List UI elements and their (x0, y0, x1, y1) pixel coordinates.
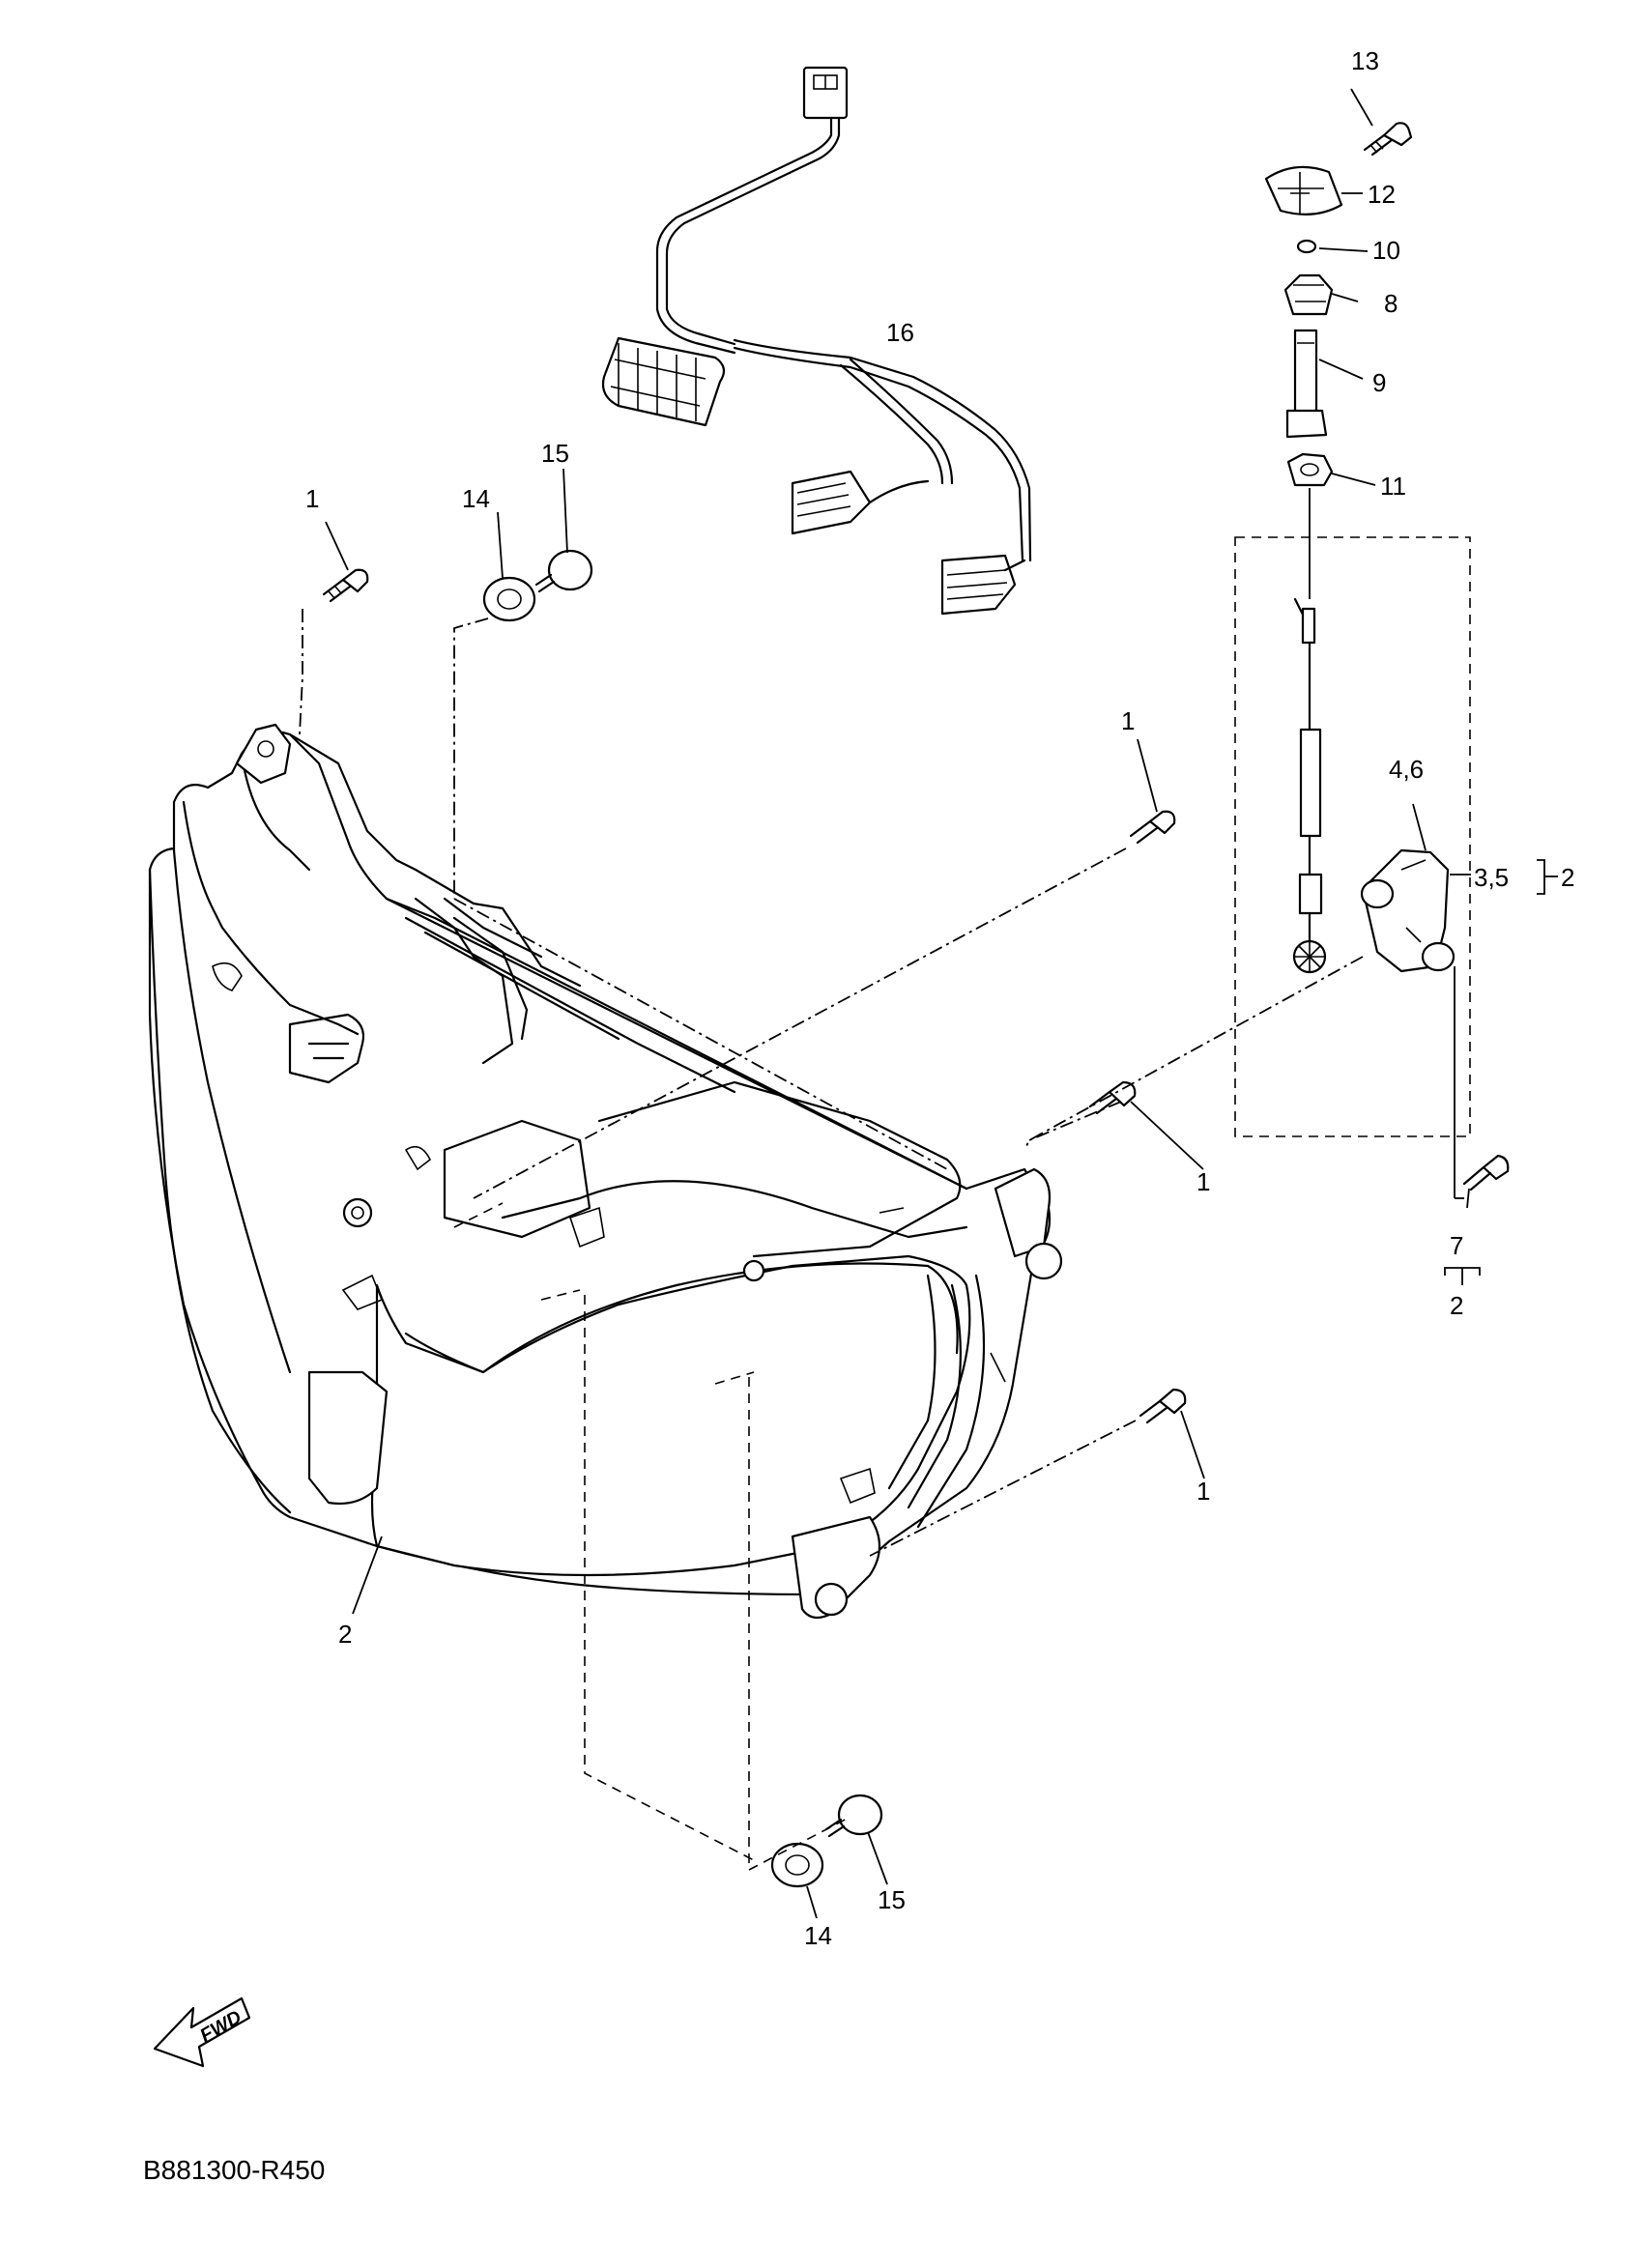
callout-4-6: 4,6 (1389, 755, 1424, 784)
screw-1-low (1139, 1388, 1205, 1479)
diagram-code: B881300-R450 (143, 2155, 325, 2185)
callout-2-bottom: 2 (1450, 1291, 1463, 1320)
grommet-14-top (482, 511, 536, 622)
screw-1-mid (1129, 738, 1176, 845)
callout-3-5: 3,5 (1474, 863, 1509, 892)
callout-9: 9 (1372, 368, 1386, 397)
grommet-14-bottom (770, 1842, 824, 1919)
screw-1-top (322, 521, 369, 603)
callout-8: 8 (1384, 289, 1398, 318)
callout-16: 16 (886, 318, 914, 347)
callout-2-bracket: 2 (1561, 863, 1574, 892)
screw-7 (1444, 966, 1510, 1285)
subassembly-box (1234, 536, 1471, 1137)
callout-1-low: 1 (1196, 1477, 1210, 1506)
callout-14-top: 14 (462, 484, 490, 513)
callout-1-right: 1 (1196, 1167, 1210, 1196)
center-lines (299, 609, 1364, 1872)
callout-15-bottom: 15 (878, 1885, 906, 1914)
aim-adjuster-parts (1264, 88, 1413, 599)
leader-2 (352, 1536, 383, 1615)
callout-10: 10 (1372, 236, 1400, 265)
wire-harness (601, 66, 1032, 616)
screw-1-right (1088, 1080, 1204, 1170)
headlight-unit (148, 723, 1063, 1620)
collar-15-bottom (824, 1794, 888, 1885)
callout-2-main: 2 (338, 1620, 352, 1649)
callout-12: 12 (1368, 180, 1396, 209)
callout-1-top: 1 (305, 484, 319, 513)
fwd-arrow-icon: FWD (153, 1996, 251, 2068)
callout-15-top: 15 (541, 439, 569, 468)
callout-14-bottom: 14 (804, 1921, 832, 1950)
adjuster-rod (1292, 597, 1327, 974)
bracket-3-5-2 (1537, 859, 1558, 895)
callout-11: 11 (1380, 472, 1406, 501)
callout-13: 13 (1351, 46, 1379, 75)
collar-15-top (534, 468, 593, 593)
bracket-4-6 (1360, 803, 1471, 973)
callout-7: 7 (1450, 1231, 1463, 1260)
callout-1-mid: 1 (1121, 706, 1135, 735)
